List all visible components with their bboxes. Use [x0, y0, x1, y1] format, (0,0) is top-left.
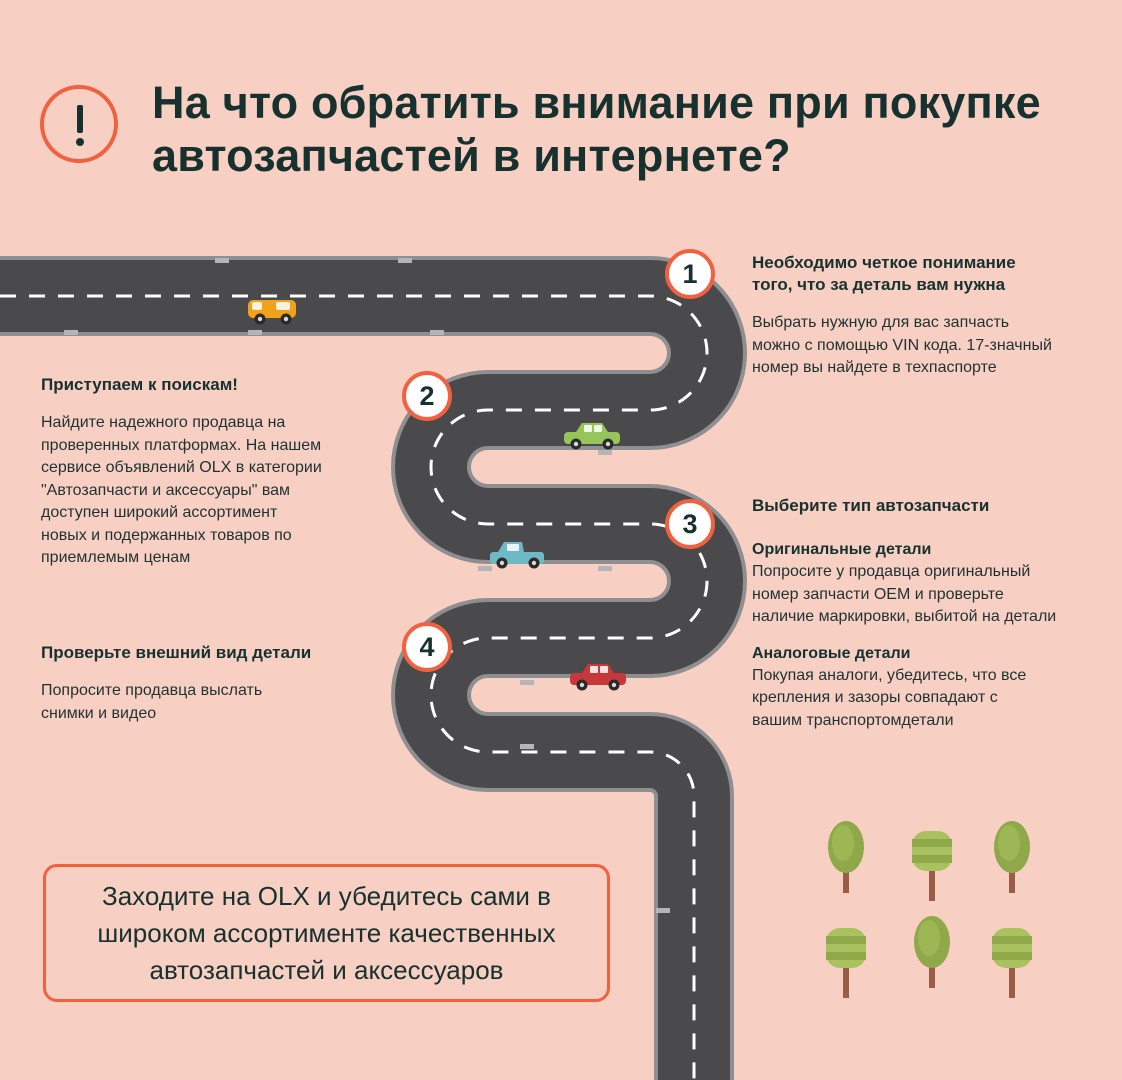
step-number-badge: 4 — [402, 622, 452, 672]
step-number-badge: 1 — [665, 249, 715, 299]
road-marker — [215, 258, 229, 263]
subsection-heading: Оригинальные детали — [752, 541, 932, 558]
step-4: Проверьте внешний вид детали Попросите п… — [41, 642, 311, 725]
road-marker — [520, 744, 534, 749]
subsection-description: Попросите у продавца оригинальный номер … — [752, 561, 1056, 629]
step-2: Приступаем к поискам! Найдите надежного … — [41, 374, 322, 570]
step-heading: Приступаем к поискам! — [41, 374, 322, 396]
body-line: снимки и видео — [41, 704, 157, 722]
round-tree-icon — [828, 821, 864, 893]
step-heading: Проверьте внешний вид детали — [41, 642, 311, 664]
road-marker — [656, 908, 670, 913]
road-marker — [64, 330, 78, 335]
cta-line: широком ассортименте качественных — [97, 917, 556, 948]
round-tree-icon — [994, 821, 1030, 893]
body-line: приемлемым ценам — [41, 549, 191, 566]
body-line: наличие маркировки, выбитой на детали — [752, 608, 1057, 625]
heading-line: Необходимо четкое понимание — [752, 253, 1016, 272]
body-line: новых и подержанных товаров по — [41, 526, 292, 544]
body-line: Выбрать нужную для вас запчасть — [752, 314, 1010, 331]
road-marker — [248, 330, 262, 335]
step-description: Найдите надежного продавца на проверенны… — [41, 412, 322, 570]
road-marker — [520, 680, 534, 685]
olx-call-to-action: Заходите на OLX и убедитесь сами в широк… — [43, 864, 610, 1002]
road-marker — [598, 450, 612, 455]
title-line: На что обратить внимание при покупке — [152, 77, 1041, 128]
layered-tree-icon — [826, 928, 866, 998]
body-line: сервисе объявлений OLX в категории — [41, 459, 322, 476]
original-parts-section: Оригинальные детали Попросите у продавца… — [752, 539, 1056, 629]
heading-line: Выберите тип автозапчасти — [752, 496, 990, 515]
heading-line: того, что за деталь вам нужна — [752, 275, 1006, 294]
green-car-icon — [564, 423, 620, 450]
step-description: Попросите продавца выслать снимки и виде… — [41, 680, 311, 725]
orange-van-icon — [248, 300, 296, 325]
layered-tree-icon — [992, 928, 1032, 998]
title-line: автозапчастей в интернете? — [152, 130, 791, 181]
heading-line: Приступаем к поискам! — [41, 375, 238, 394]
step-number-badge: 2 — [402, 371, 452, 421]
layered-tree-icon — [912, 831, 952, 901]
road-marker — [398, 258, 412, 263]
subsection-description: Покупая аналоги, убедитесь, что все креп… — [752, 665, 1056, 733]
trees — [826, 821, 1032, 998]
step-number-badge: 3 — [665, 499, 715, 549]
step-1: Необходимо четкое понимание того, что за… — [752, 252, 1052, 380]
body-line: Попросите у продавца оригинальный — [752, 563, 1031, 580]
body-line: "Автозапчасти и аксессуары" вам — [41, 481, 291, 499]
red-car-icon — [570, 664, 626, 691]
body-line: номер вы найдете в техпаспорте — [752, 359, 997, 376]
subsection-heading: Аналоговые детали — [752, 644, 911, 662]
page-title: На что обратить внимание при покупке авт… — [152, 76, 1112, 182]
step-3: Выберите тип автозапчасти Оригинальные д… — [752, 495, 1056, 732]
road-marker — [478, 566, 492, 571]
body-line: доступен широкий ассортимент — [41, 504, 278, 521]
step-description: Выбрать нужную для вас запчасть можно с … — [752, 312, 1052, 380]
step-heading: Выберите тип автозапчасти — [752, 495, 1056, 517]
heading-line: Проверьте внешний вид детали — [41, 643, 312, 662]
body-line: Покупая аналоги, убедитесь, что все — [752, 666, 1027, 684]
analog-parts-section: Аналоговые детали Покупая аналоги, убеди… — [752, 643, 1056, 733]
blue-pickup-icon — [490, 542, 544, 569]
cta-line: Заходите на OLX и убедитесь сами в — [101, 880, 551, 911]
body-line: вашим транспортомдетали — [752, 711, 954, 729]
road-marker — [598, 566, 612, 571]
step-heading: Необходимо четкое понимание того, что за… — [752, 252, 1052, 296]
body-line: можно с помощью VIN кода. 17-значный — [752, 336, 1052, 354]
body-line: номер запчасти OEM и проверьте — [752, 585, 1004, 603]
body-line: проверенных платформах. На нашем — [41, 436, 322, 454]
round-tree-icon — [914, 916, 950, 988]
road-marker — [430, 330, 444, 335]
exclamation-circle-icon — [40, 85, 118, 163]
cta-line: автозапчастей и аксессуаров — [149, 954, 504, 985]
body-line: Найдите надежного продавца на — [41, 414, 286, 431]
body-line: крепления и зазоры совпадают с — [752, 689, 998, 706]
body-line: Попросите продавца выслать — [41, 682, 263, 699]
